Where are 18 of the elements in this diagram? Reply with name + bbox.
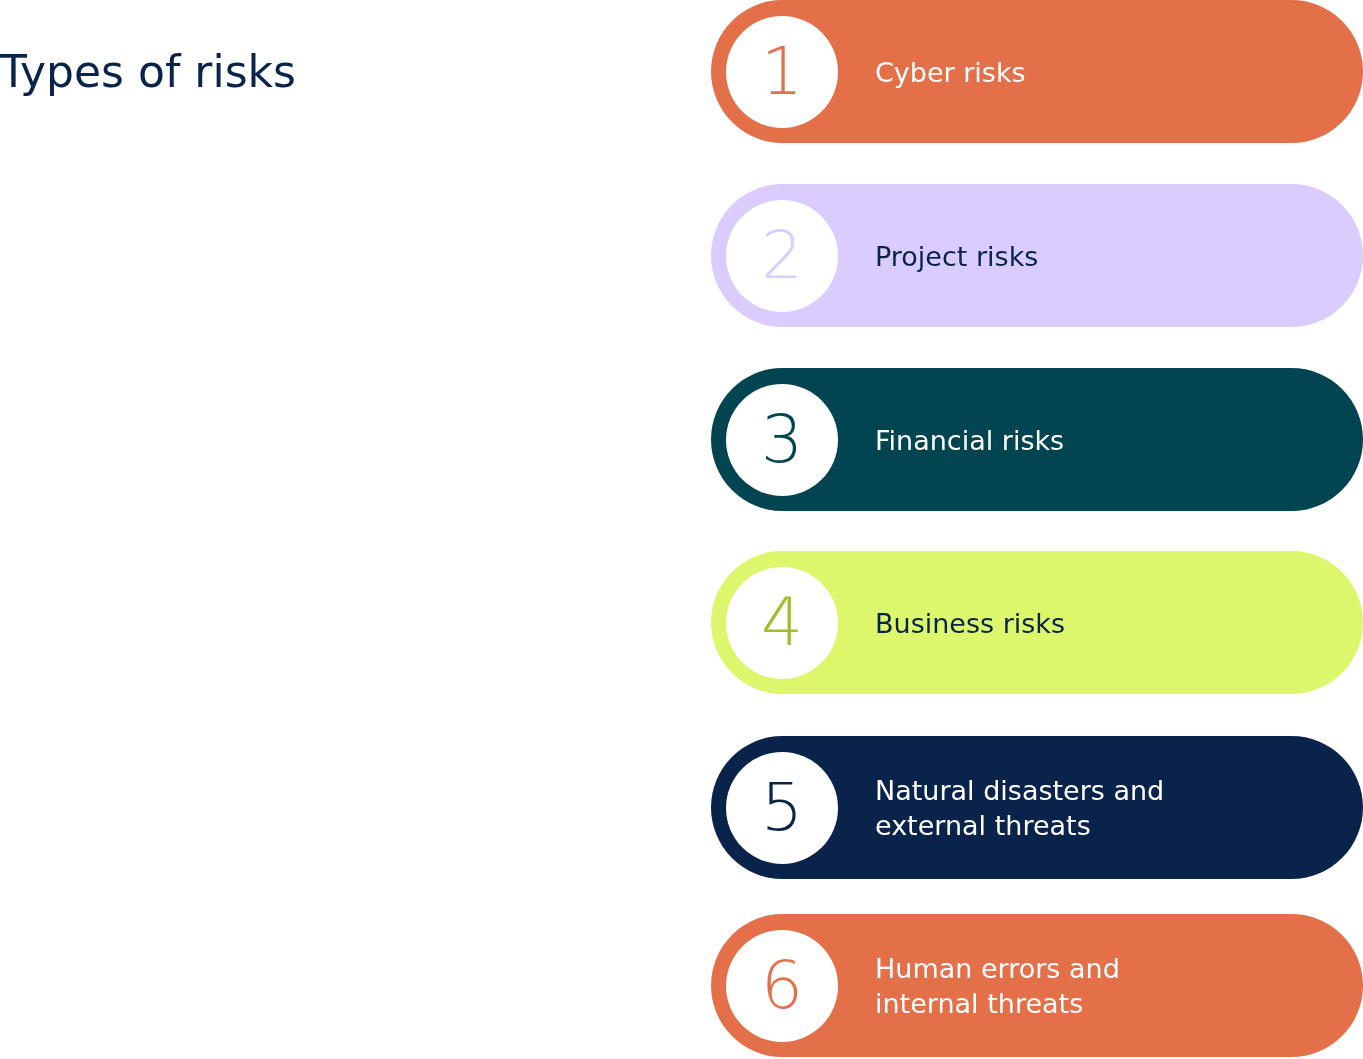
risk-label: Financial risks (875, 423, 1066, 457)
step-number: 3 (761, 407, 803, 473)
risk-pill (711, 551, 1363, 694)
risk-label: Project risks (875, 239, 1040, 273)
step-number: 6 (761, 953, 803, 1019)
risk-pill (711, 368, 1363, 511)
title: Types of risks (0, 46, 296, 97)
risk-label: Business risks (875, 606, 1066, 640)
risk-pill (711, 914, 1363, 1057)
step-number: 5 (761, 775, 803, 841)
step-number: 1 (761, 39, 803, 105)
risk-label: Human errors and internal threats (875, 951, 1121, 1021)
risk-pill (711, 184, 1363, 327)
risk-pill (711, 0, 1363, 143)
risk-label: Cyber risks (875, 55, 1027, 89)
risk-pill (711, 736, 1363, 879)
risk-label: Natural disasters and external threats (875, 773, 1166, 843)
step-number: 4 (761, 590, 803, 656)
